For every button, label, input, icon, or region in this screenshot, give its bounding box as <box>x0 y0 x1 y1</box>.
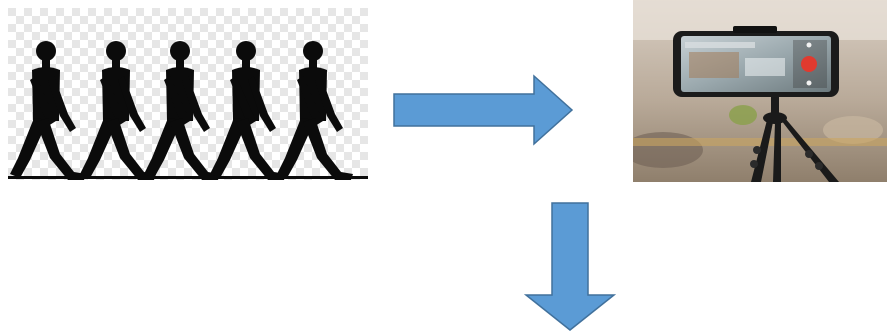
arrow-right-icon <box>388 72 578 148</box>
ground-line <box>8 176 368 179</box>
arrow-right-shape <box>394 76 572 144</box>
arrow-down-shape <box>526 203 614 330</box>
phone-on-tripod-image <box>633 0 887 182</box>
smartphone-icon <box>673 26 839 97</box>
walking-sequence-image <box>8 8 368 180</box>
record-button-icon <box>801 56 817 72</box>
arrow-down-icon <box>524 202 616 331</box>
